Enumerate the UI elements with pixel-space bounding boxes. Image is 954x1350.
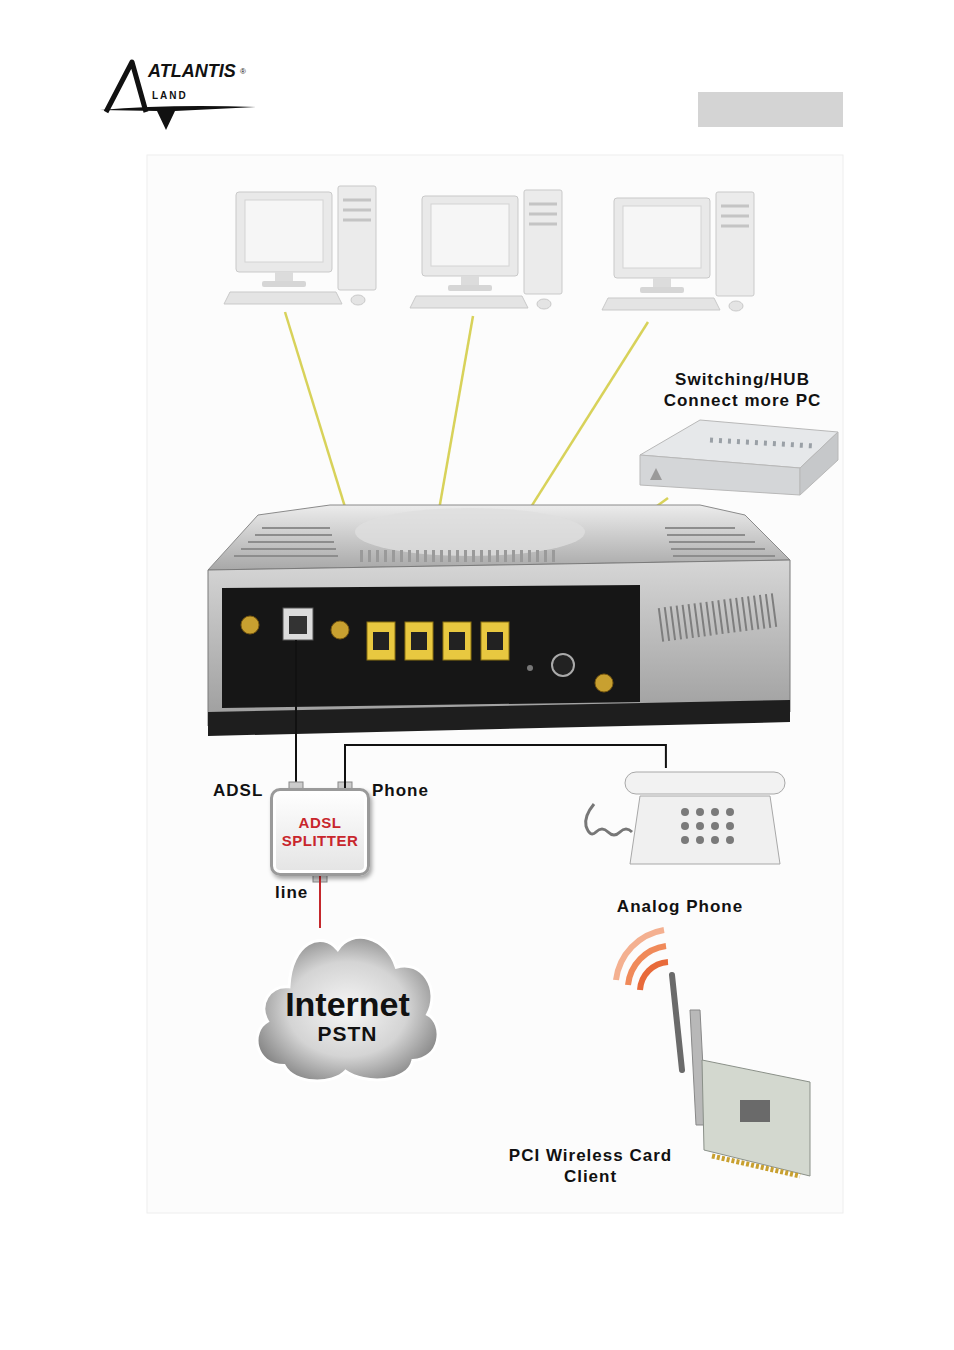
- card-board: [702, 1060, 810, 1176]
- label-holder: LAND: [152, 85, 188, 103]
- router-side-vents: [660, 610, 775, 625]
- hub-leds: [710, 440, 815, 446]
- trademark-mark: ®: [240, 67, 246, 76]
- hub-logo: [650, 468, 662, 480]
- splitter-box: ADSL SPLITTER: [270, 788, 370, 876]
- hub-front: [640, 455, 800, 495]
- logo-text: ATLANTIS: [148, 61, 236, 81]
- pc-icon: [410, 190, 562, 309]
- adsl-cable: [295, 640, 297, 792]
- phone-handset: [625, 772, 785, 794]
- phone-node: Analog Phone: [579, 768, 781, 920]
- connector-line: [319, 876, 321, 928]
- hub-node: Switching/HUB Connect more PC: [640, 366, 845, 500]
- header-bar: [698, 92, 843, 127]
- logo-swoosh: [100, 106, 256, 130]
- node-text: ADSL SPLITTER: [278, 814, 362, 850]
- router-dome: [355, 508, 585, 556]
- router-panel: [222, 585, 640, 708]
- phone-cord: [586, 804, 632, 835]
- node-text: Internet: [285, 987, 410, 1023]
- logo-text: LAND: [152, 90, 188, 101]
- card-antenna: [672, 975, 682, 1070]
- port-label: line: [275, 883, 308, 902]
- router-top: [208, 505, 790, 570]
- radio-waves: [616, 930, 668, 990]
- card-chip: [740, 1100, 770, 1122]
- router-vents: [665, 528, 775, 556]
- antenna-connector: [331, 621, 349, 639]
- label-holder: ADSL: [213, 780, 263, 801]
- port-label: ADSL: [213, 781, 263, 800]
- antenna-connector: [595, 674, 613, 692]
- label-holder: ®: [240, 60, 246, 78]
- figure-frame: [147, 155, 843, 1213]
- hub-side: [800, 432, 838, 495]
- router-vents: [360, 550, 560, 562]
- router-vents: [234, 528, 338, 556]
- label-holder: Phone: [372, 780, 429, 801]
- pc-icon: [224, 186, 376, 305]
- phone-body: [630, 796, 780, 864]
- node-text: Analog Phone: [585, 896, 775, 917]
- label-holder: ATLANTIS: [148, 61, 236, 82]
- lan-port-socket: [373, 632, 503, 650]
- cloud-outline: [257, 937, 438, 1081]
- node-text: PCI Wireless Card Client: [498, 1145, 683, 1188]
- node-text: Switching/HUB Connect more PC: [653, 369, 833, 412]
- power-jack: [552, 654, 574, 676]
- card-contacts: [712, 1156, 800, 1176]
- adsl-port-socket: [289, 616, 307, 634]
- adsl-port: [283, 608, 313, 640]
- cloud-node: InternetPSTN: [250, 928, 445, 1085]
- reset-button: [527, 665, 533, 671]
- port-label: Phone: [372, 781, 429, 800]
- phone-keypad: [681, 808, 734, 844]
- pc-icon: [602, 192, 754, 311]
- node-text: PSTN: [317, 1022, 377, 1045]
- logo-mark: [106, 62, 146, 112]
- antenna-connector: [241, 616, 259, 634]
- wireless-card-node: PCI Wireless Card Client: [495, 925, 815, 1190]
- lan-ports: [367, 622, 509, 660]
- label-holder: line: [275, 882, 308, 903]
